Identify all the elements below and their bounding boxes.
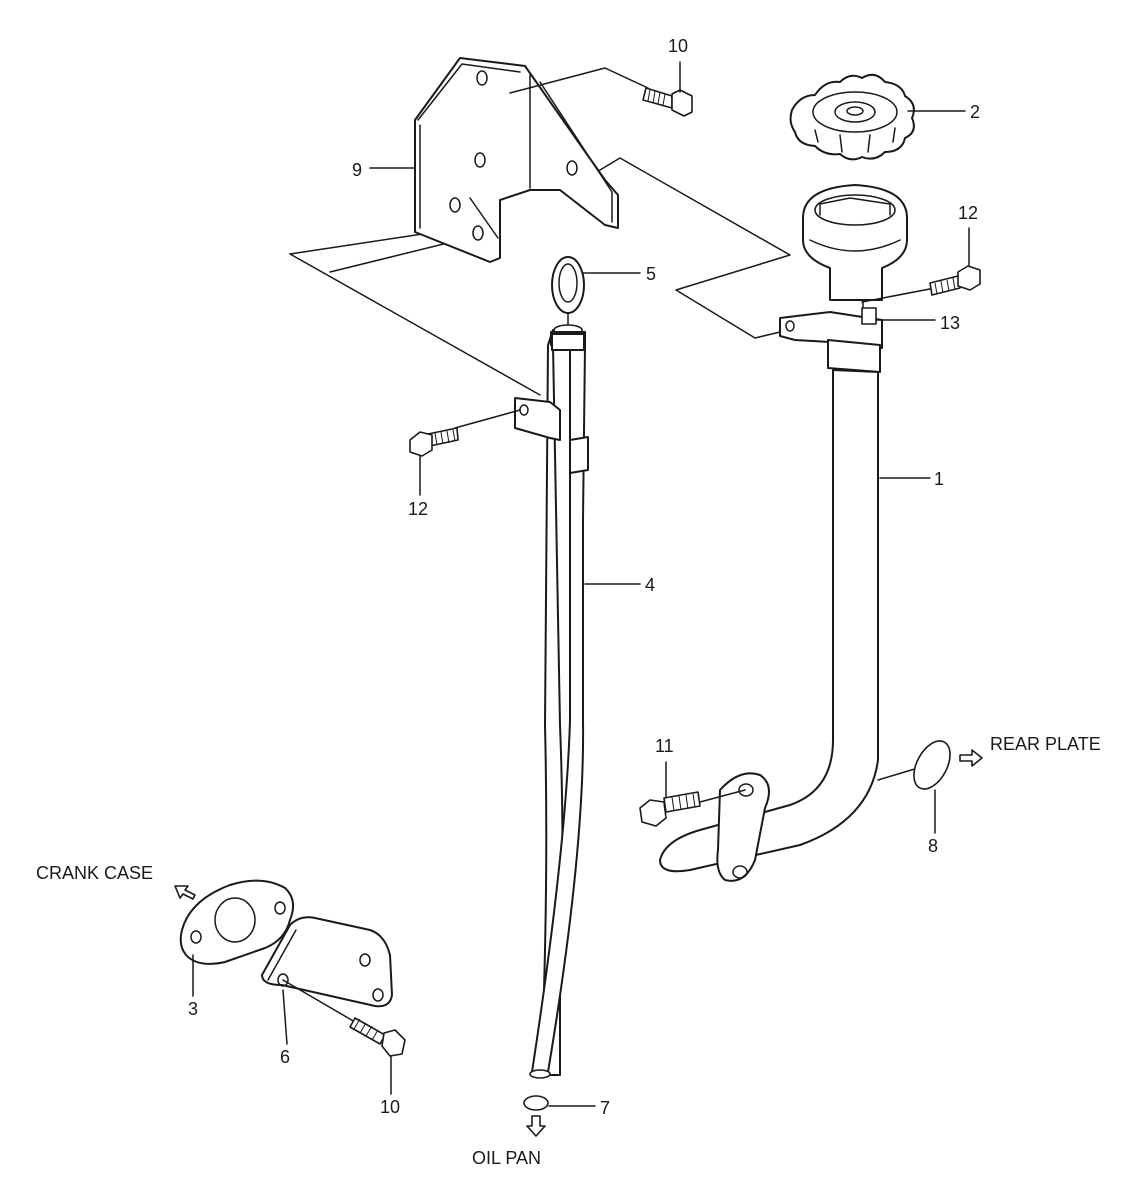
- callout-3: 3: [188, 999, 198, 1019]
- filler-cap-part-2: [789, 73, 915, 161]
- bolt-part-11: [639, 789, 746, 827]
- callout-10-top: 10: [668, 36, 688, 56]
- callout-9: 9: [352, 160, 362, 180]
- dipstick-part-5: [551, 256, 585, 336]
- callout-8: 8: [928, 836, 938, 856]
- bolt-part-12-left: [409, 409, 521, 457]
- callout-12-right: 12: [958, 203, 978, 223]
- callout-2: 2: [970, 102, 980, 122]
- callout-5: 5: [646, 264, 656, 284]
- o-ring-part-8: [877, 740, 983, 790]
- bolt-part-12-right: [861, 265, 981, 303]
- callout-12-left: 12: [408, 499, 428, 519]
- callout-4: 4: [645, 575, 655, 595]
- dipstick-guide-part-4: [514, 329, 589, 1079]
- label-oil-pan: OIL PAN: [472, 1148, 541, 1168]
- callout-11: 11: [655, 736, 674, 756]
- leader-lines: [192, 61, 970, 1107]
- callout-1: 1: [934, 469, 944, 489]
- callout-7: 7: [600, 1098, 610, 1118]
- label-rear-plate: REAR PLATE: [990, 734, 1101, 754]
- callout-6: 6: [280, 1047, 290, 1067]
- callout-13: 13: [940, 313, 960, 333]
- label-crank-case: CRANK CASE: [36, 863, 153, 883]
- filler-tube-part-1: [659, 184, 908, 882]
- callout-10-bottom: 10: [380, 1097, 400, 1117]
- callout-labels: 10 2 9 12 5 13 1 12 4 11 8 3 6 10 7: [188, 36, 980, 1118]
- bracket-part-9: [289, 57, 791, 396]
- destination-labels: REAR PLATE CRANK CASE OIL PAN: [36, 734, 1101, 1168]
- o-ring-part-7: [523, 1095, 549, 1137]
- cover-plate-part-6: [261, 916, 393, 1008]
- bolt-part-10-bottom: [282, 979, 406, 1057]
- gasket-part-3: [174, 879, 295, 965]
